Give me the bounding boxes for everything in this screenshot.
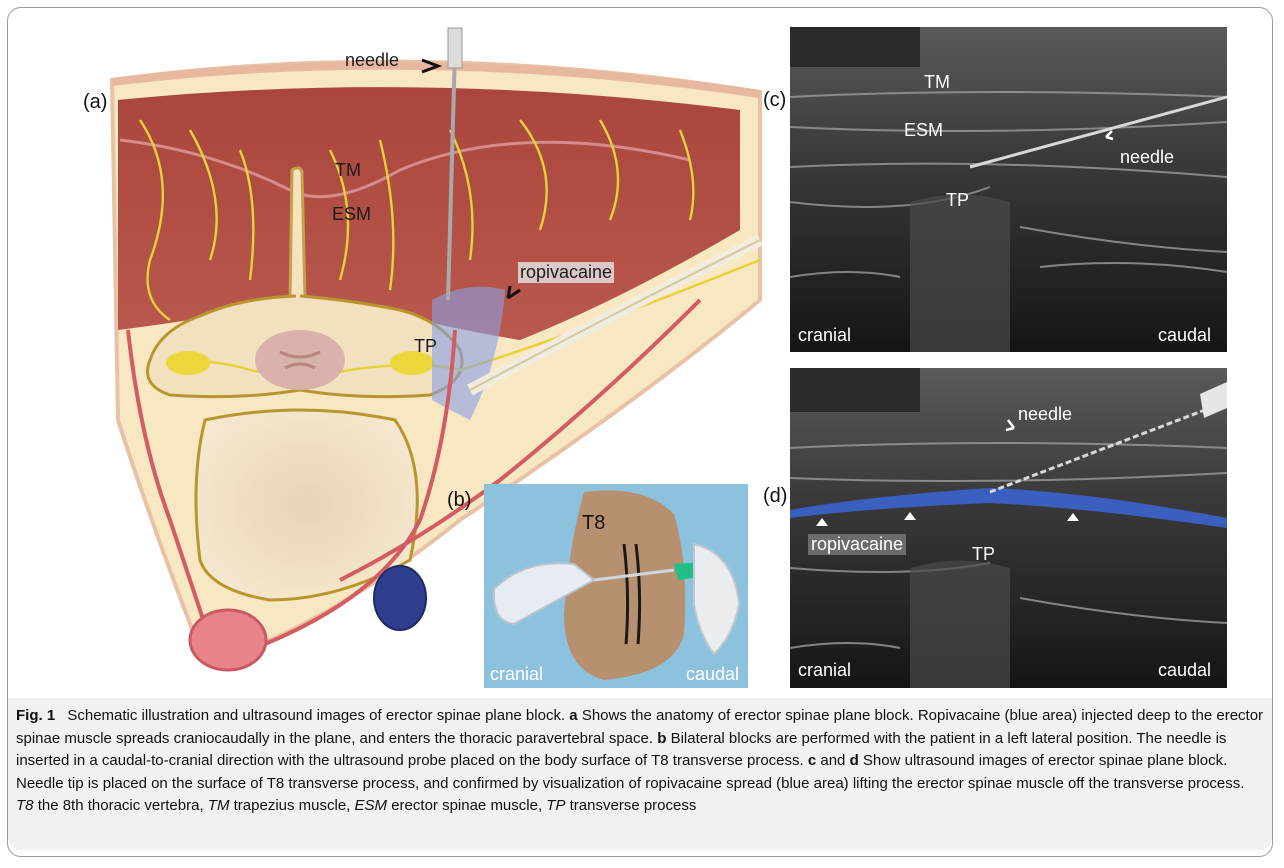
caption-and: and <box>820 752 845 769</box>
spinous-process <box>290 168 305 300</box>
needle-label-d: needle <box>1018 404 1072 425</box>
ropivacaine-label-d: ropivacaine <box>808 534 906 555</box>
tm-label-a: TM <box>335 160 361 181</box>
panel-d-label: (d) <box>763 485 787 508</box>
caudal-label-c: caudal <box>1158 325 1211 346</box>
cranial-label-d: cranial <box>798 660 851 681</box>
needle-label-c: needle <box>1120 147 1174 168</box>
patient-photo <box>484 484 748 688</box>
caption-key-a: a <box>569 707 577 724</box>
caption-key-c: c <box>808 752 816 769</box>
caption-key-d: d <box>850 752 859 769</box>
abbr-t8-text: the 8th thoracic vertebra, <box>38 797 204 814</box>
abbr-tp: TP <box>546 797 565 814</box>
abbr-esm-text: erector spinae muscle, <box>391 797 542 814</box>
tm-label-c: TM <box>924 72 950 93</box>
abbr-esm: ESM <box>355 797 388 814</box>
esm-label-c: ESM <box>904 120 943 141</box>
needle-hub <box>448 28 462 68</box>
cranial-label-b: cranial <box>490 664 543 685</box>
t8-label: T8 <box>582 512 605 535</box>
abbr-tm: TM <box>208 797 230 814</box>
panel-a-label: (a) <box>83 91 107 114</box>
caption-fig-number: Fig. 1 <box>16 707 55 724</box>
aorta <box>190 610 266 670</box>
figure-caption: Fig. 1 Schematic illustration and ultras… <box>16 705 1266 818</box>
needle-label-a: needle <box>345 50 399 71</box>
tp-label-a: TP <box>414 336 437 357</box>
vena-cava <box>374 566 426 630</box>
caption-key-b: b <box>657 730 666 747</box>
tp-label-d: TP <box>972 544 995 565</box>
cranial-label-c: cranial <box>798 325 851 346</box>
caudal-label-b: caudal <box>686 664 739 685</box>
ultrasound-image-c <box>790 27 1227 352</box>
abbr-t8: T8 <box>16 797 34 814</box>
caudal-label-d: caudal <box>1158 660 1211 681</box>
abbr-tp-text: transverse process <box>570 797 697 814</box>
esm-label-a: ESM <box>332 204 371 225</box>
caption-intro: Schematic illustration and ultrasound im… <box>67 707 565 724</box>
spinal-cord <box>255 330 345 390</box>
panel-b-label: (b) <box>447 489 471 512</box>
ultrasound-image-d <box>790 368 1227 688</box>
tp-label-c: TP <box>946 190 969 211</box>
panel-c-label: (c) <box>763 89 786 112</box>
ropivacaine-label-a: ropivacaine <box>518 262 614 283</box>
abbr-tm-text: trapezius muscle, <box>234 797 351 814</box>
